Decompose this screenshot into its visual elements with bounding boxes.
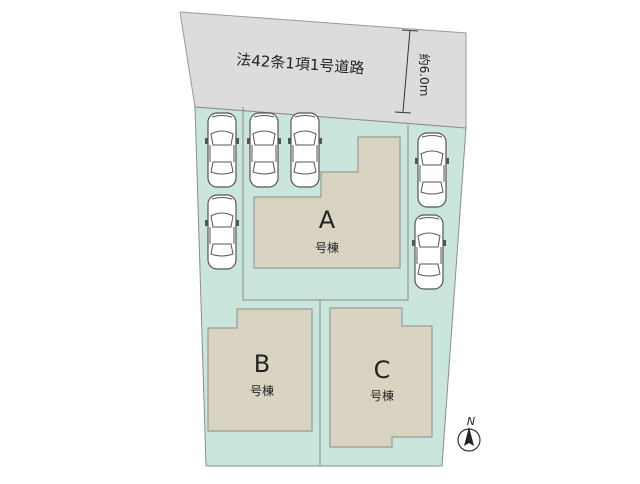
parking-car-4: [204, 194, 240, 270]
building-c: [329, 307, 433, 448]
building-b: [207, 308, 313, 432]
parking-car-2: [246, 112, 282, 188]
building-c-letter: C: [374, 356, 391, 384]
building-c-suffix: 号棟: [370, 388, 394, 403]
parking-car-5: [414, 132, 450, 208]
building-b-letter: B: [254, 350, 270, 378]
building-a-suffix: 号棟: [315, 240, 339, 255]
north-label: N: [467, 415, 475, 428]
building-a: [253, 136, 401, 269]
north-arrow-icon: N: [457, 415, 481, 452]
building-a-letter: A: [319, 206, 336, 234]
building-b-suffix: 号棟: [250, 383, 274, 398]
road-width-dimension: 約6.0m: [394, 29, 432, 114]
parking-car-3: [287, 112, 323, 188]
parking-car-6: [411, 214, 447, 290]
lot-boundary-a: [242, 107, 409, 301]
parking-car-1: [204, 112, 240, 188]
road-width-label: 約6.0m: [417, 54, 432, 97]
